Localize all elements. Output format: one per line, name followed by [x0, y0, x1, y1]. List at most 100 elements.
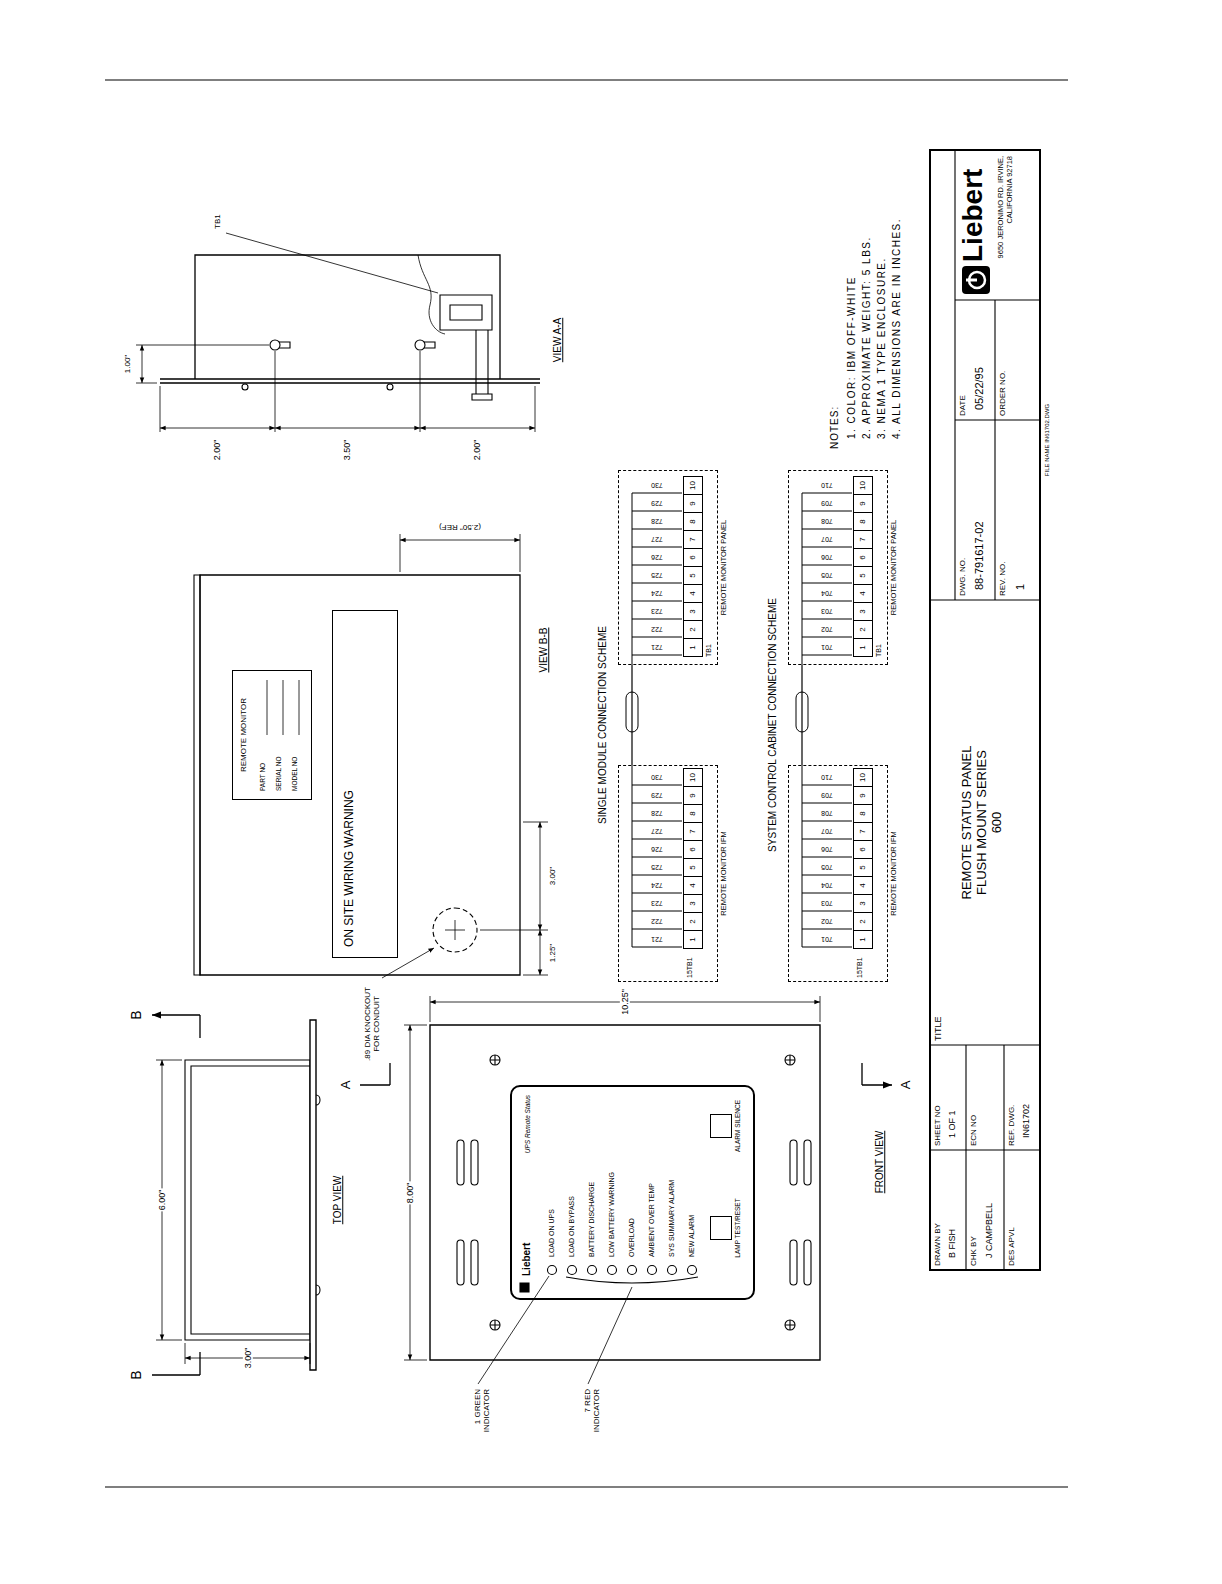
leader-line [226, 233, 438, 293]
terminal-number: 10 [688, 481, 697, 490]
terminal-number: 6 [688, 555, 697, 559]
status-bezel: LiebertUPS Remote StatusLAMP TEST/RESETA… [510, 1085, 755, 1300]
drawing-title: REMOTE STATUS PANEL FLUSH MOUNT SERIES 6… [960, 738, 1005, 908]
terminal-cell: 1 [853, 638, 873, 657]
field-value: 88-791617-02 [973, 521, 986, 590]
terminal-number: 6 [688, 847, 697, 851]
red-indicator [688, 1266, 697, 1275]
field-name: REF. DWG. [1007, 1105, 1016, 1146]
terminal-cell: 6 [683, 840, 703, 859]
callout-label: 1 GREEN INDICATOR [473, 1388, 491, 1442]
wire-number: 727 [650, 535, 664, 543]
terminal-cell: 6 [683, 548, 703, 567]
dimension-line [142, 345, 143, 383]
terminal-number: 7 [858, 829, 867, 833]
enclosure-outline [185, 1060, 310, 1340]
terminal-screw [476, 330, 488, 394]
section-letter: A [339, 1080, 354, 1091]
terminal-cell: 7 [683, 530, 703, 549]
field-value: IN61702 [1021, 1104, 1031, 1138]
leader-line [478, 1276, 632, 1384]
title-block-cell: DWG. NO.88-791617-02 [955, 420, 995, 600]
terminal-number: 7 [688, 537, 697, 541]
terminal-cell: 10 [683, 476, 703, 495]
brand-name: Liebert [521, 1243, 533, 1276]
terminal-number: 2 [858, 919, 867, 923]
company-address: 9650 JERONIMO RD. IRVINE, CALIFORNIA 927… [997, 156, 1014, 286]
plate-field: SERIAL NO [275, 757, 282, 791]
view-b-b [194, 534, 548, 978]
terminal-cell: 9 [683, 786, 703, 805]
terminal-number: 6 [858, 555, 867, 559]
terminal-number: 1 [688, 937, 697, 941]
terminal-number: 8 [688, 519, 697, 523]
indicator-label: NEW ALARM [688, 1214, 696, 1258]
dimension-text: 8.00" [405, 1182, 415, 1205]
field-value: B FISH [947, 1229, 957, 1258]
terminal-cell: 5 [853, 566, 873, 585]
indicator-label: AMBIENT OVER TEMP [648, 1182, 656, 1258]
cable-connector [801, 665, 802, 765]
terminal-number: 6 [858, 847, 867, 851]
wire-number: 708 [820, 517, 834, 525]
dimension-line [540, 822, 541, 930]
terminal-number: 5 [688, 573, 697, 577]
view-title: VIEW A-A [552, 317, 564, 363]
terminal-number: 2 [858, 627, 867, 631]
indicator-label: LOAD ON UPS [548, 1208, 556, 1258]
terminal-number: 3 [858, 609, 867, 613]
indicator-label: SYS SUMMARY ALARM [668, 1179, 676, 1258]
terminal-screw [472, 394, 492, 400]
warning-text: ON SITE WIRING WARNING [343, 790, 357, 947]
wire-number: 707 [820, 827, 834, 835]
callout-label: 7 RED INDICATOR [583, 1388, 601, 1442]
terminal-cell: 9 [853, 494, 873, 513]
dimension-line [160, 428, 275, 429]
red-indicator [588, 1266, 597, 1275]
cable-connector [631, 665, 632, 765]
field-value: J CAMPBELL [984, 1203, 994, 1258]
section-letter: B [128, 1369, 144, 1380]
view-title: TOP VIEW [332, 1175, 344, 1226]
company-logo-text: Liebert [957, 169, 989, 262]
plate-heading: REMOTE MONITOR [239, 698, 248, 772]
terminal-cell: 2 [683, 620, 703, 639]
logo-mark [520, 1283, 529, 1292]
terminal-cell: 1 [853, 930, 873, 949]
terminal-enclosure: TB1REMOTE MONITOR PANEL12345678910 [788, 470, 888, 665]
section-line [390, 1063, 862, 1085]
warning-label: ON SITE WIRING WARNING [332, 610, 398, 958]
front-plate-section [160, 379, 540, 383]
terminal-cell: 4 [683, 876, 703, 895]
panel-caption: UPS Remote Status [524, 1095, 531, 1153]
terminal-number: 10 [858, 773, 867, 782]
label-layer: 6.00"3.00"BBTOP VIEW8.00"10.25"AAFRONT V… [100, 80, 1100, 1480]
wire-number: 703 [820, 899, 834, 907]
terminal-enclosure: 15TB1REMOTE MONITOR IFM12345678910 [618, 765, 718, 982]
plate-field: PART NO [259, 763, 266, 791]
terminal-number: 4 [858, 591, 867, 595]
title-block-cell: TITLEREMOTE STATUS PANEL FLUSH MOUNT SER… [930, 600, 1040, 1045]
terminal-cell: 8 [853, 512, 873, 531]
red-indicator [648, 1266, 657, 1275]
terminal-number: 5 [858, 573, 867, 577]
wire-bundle [632, 493, 682, 665]
terminal-cell: 10 [683, 768, 703, 787]
extension-line [404, 996, 820, 1360]
dimension-text: 1.25" [548, 943, 557, 963]
dimension-text: (2.50" REF) [438, 522, 482, 531]
dimension-text: 3.00" [548, 866, 557, 886]
enclosure-label: REMOTE MONITOR PANEL [890, 520, 899, 616]
keyhole-slot [279, 342, 290, 348]
field-name: DES APVL [1007, 1227, 1016, 1266]
wire-number: 701 [820, 935, 834, 943]
terminal-block-id: 15TB1 [686, 957, 694, 978]
dimension-line [420, 428, 535, 429]
terminal-block [450, 305, 482, 320]
field-name: DRAWN BY [933, 1223, 942, 1266]
terminal-number: 5 [858, 865, 867, 869]
vent-slot [790, 1240, 797, 1285]
note-text: 1. COLOR: IBM OFF-WHITE [846, 275, 858, 440]
terminal-number: 3 [858, 901, 867, 905]
